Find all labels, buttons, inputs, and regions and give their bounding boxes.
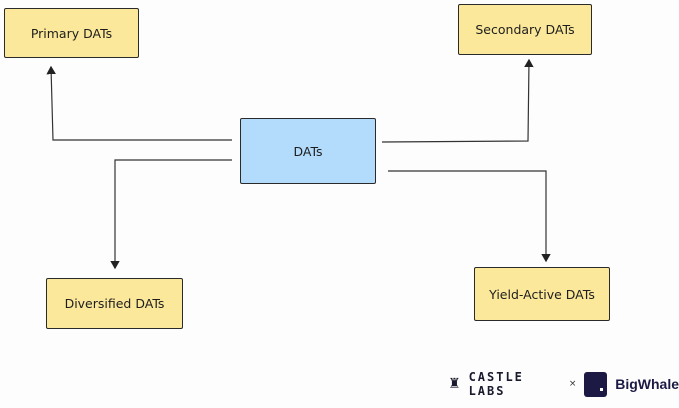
node-label: Diversified DATs: [64, 296, 165, 311]
node-yield-active-dats: Yield-Active DATs: [474, 267, 610, 321]
node-dats: DATs: [240, 118, 376, 184]
node-label: Yield-Active DATs: [489, 286, 595, 302]
node-secondary-dats: Secondary DATs: [458, 4, 592, 55]
node-label: Secondary DATs: [475, 22, 575, 37]
arrow-to-yield-active: [388, 170, 551, 263]
separator: ×: [568, 379, 577, 389]
node-primary-dats: Primary DATs: [4, 8, 139, 58]
node-label: Primary DATs: [30, 25, 113, 41]
castle-labs-logo: CASTLE LABS: [468, 370, 524, 398]
footer-logos: ♜ CASTLE LABS × BigWhale: [448, 370, 679, 398]
arrow-to-secondary: [381, 58, 534, 143]
node-diversified-dats: Diversified DATs: [46, 278, 183, 329]
big-whale-logo-mark: [584, 371, 608, 397]
castle-icon: ♜: [448, 376, 461, 392]
big-whale-logo: BigWhale: [615, 376, 679, 392]
arrow-to-primary: [46, 65, 232, 141]
node-label: DATs: [293, 143, 323, 159]
arrow-to-diversified: [110, 159, 232, 270]
